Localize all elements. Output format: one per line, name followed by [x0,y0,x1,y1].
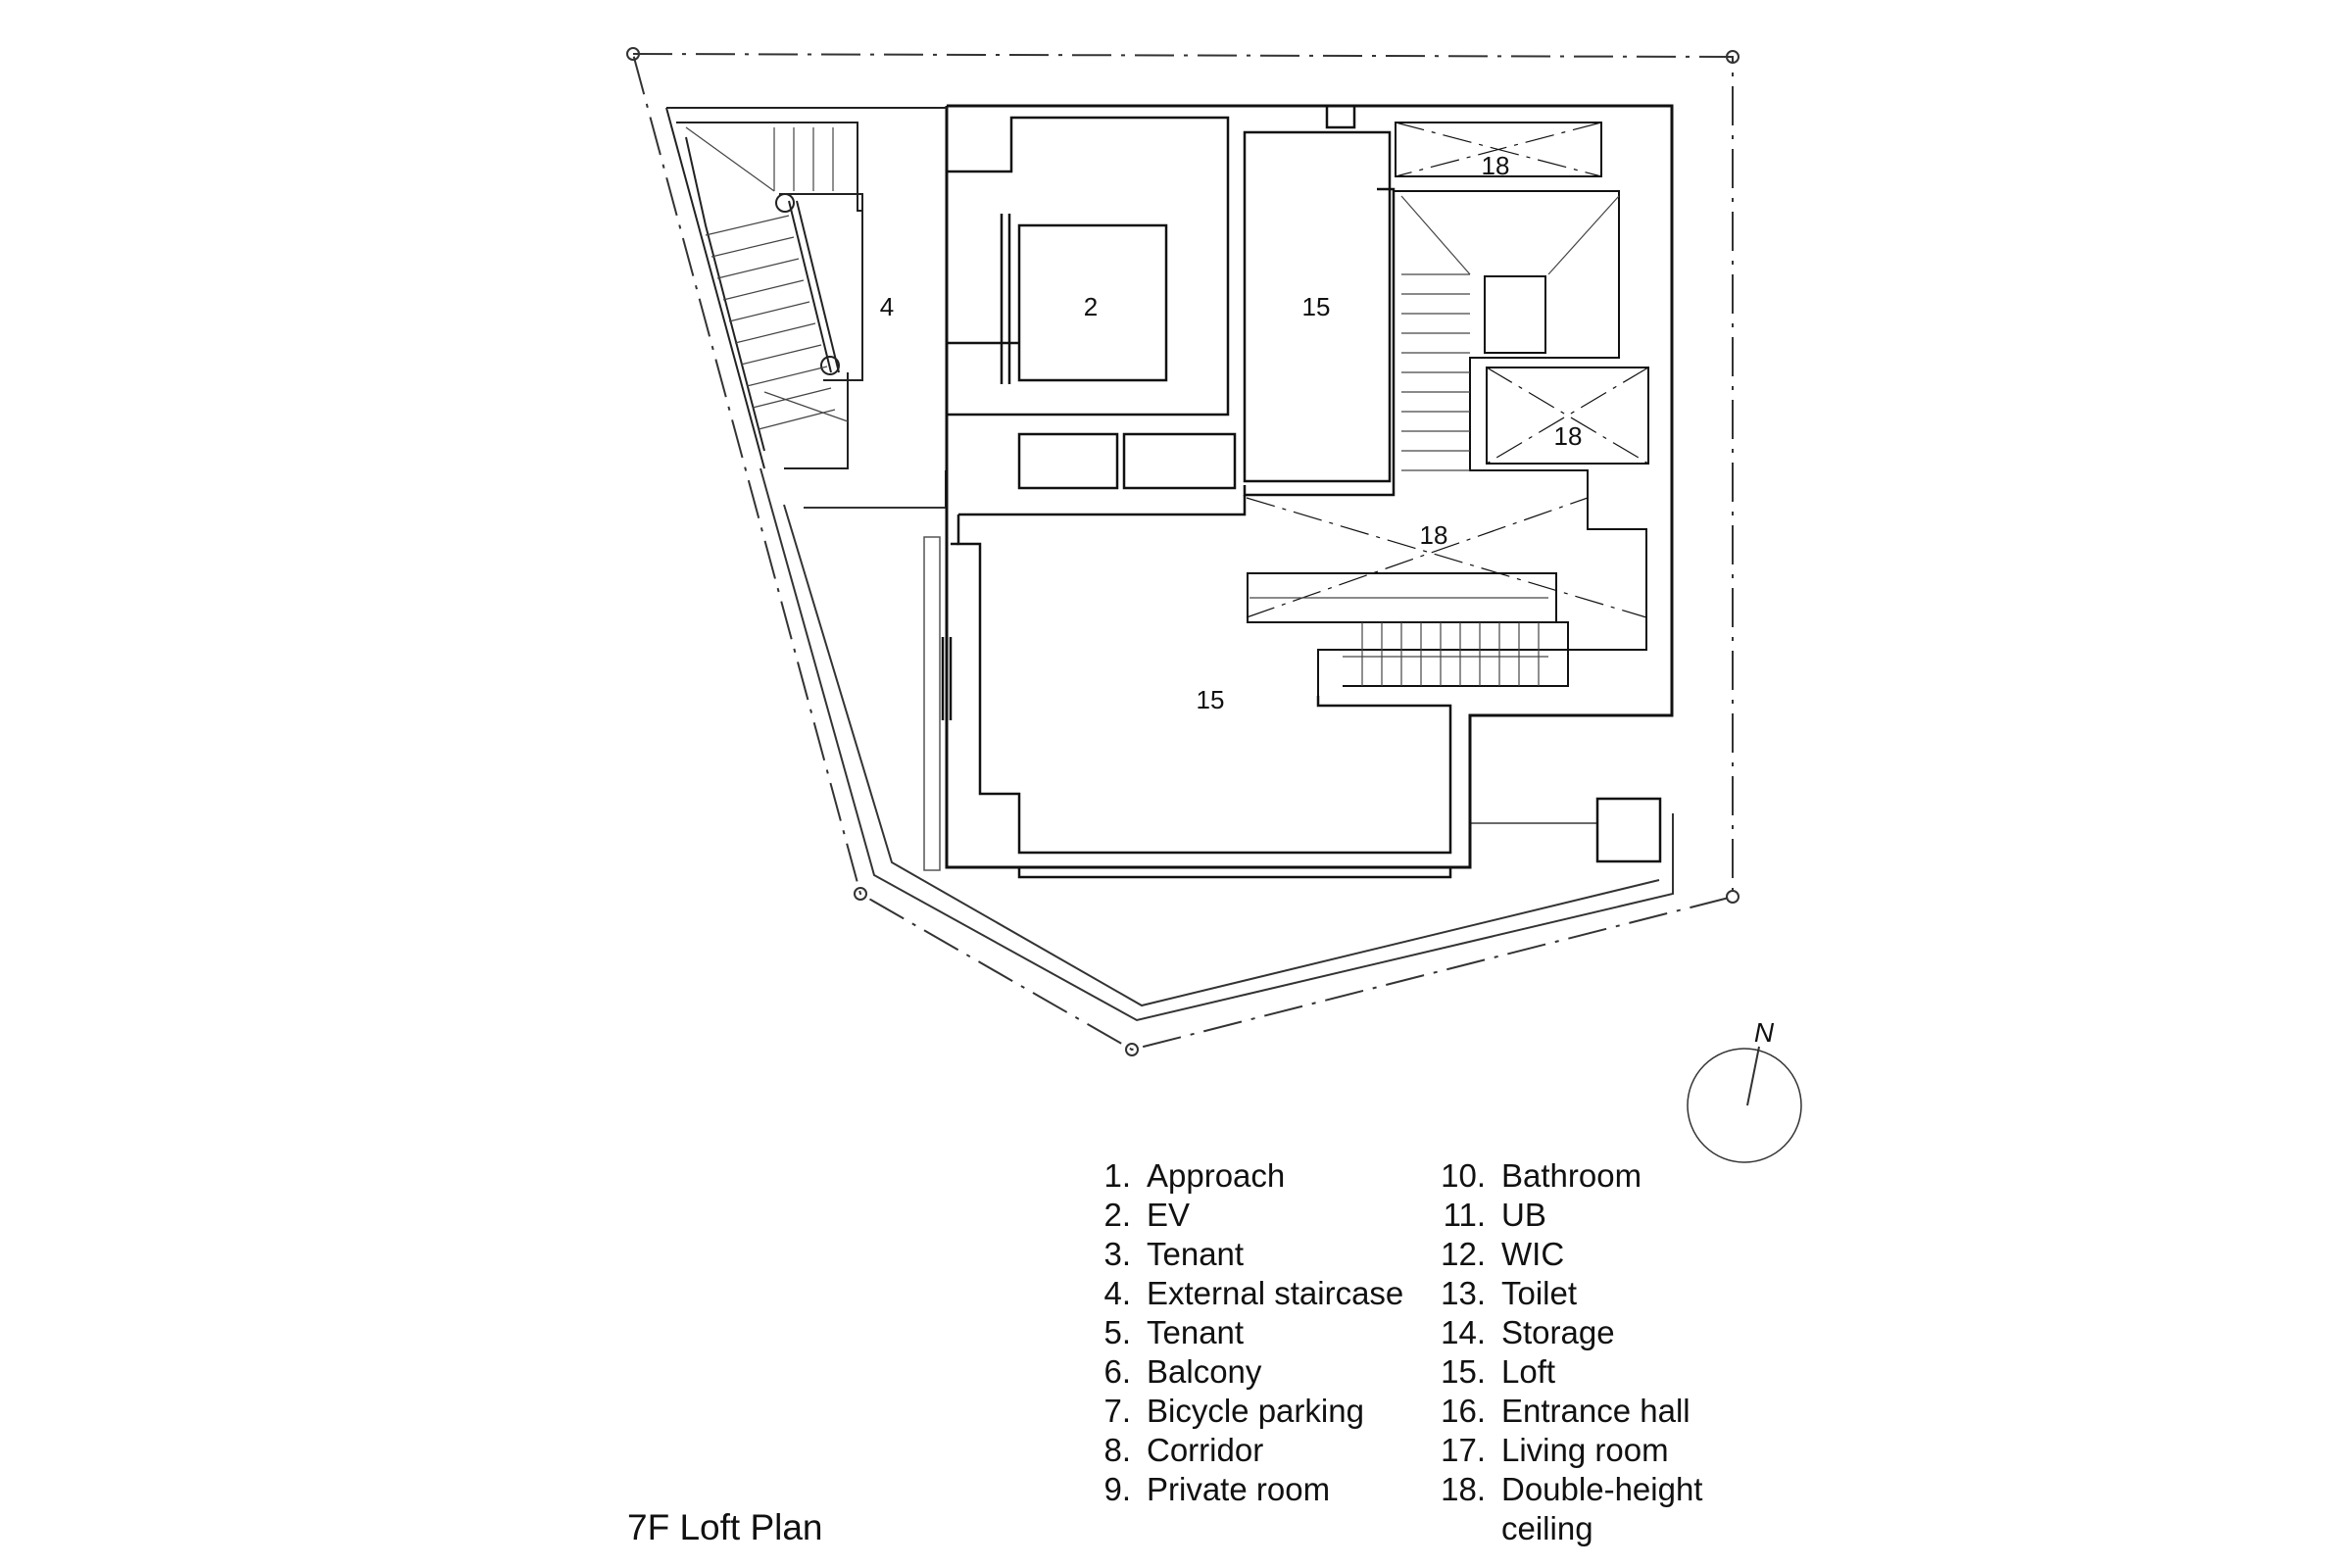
legend-number: 16. [1441,1393,1486,1429]
legend-item: 17. Living room [1429,1431,1702,1470]
legend-label: Corridor [1147,1432,1264,1468]
room-number-labels: 4 2 15 18 18 18 15 [880,151,1583,714]
legend-item: 8. Corridor [1088,1431,1403,1470]
north-label: N [1754,1017,1775,1048]
balcony-parapet [760,467,1674,1022]
legend-label: Tenant [1147,1236,1245,1272]
legend-number: 8. [1103,1432,1131,1468]
legend-label: Tenant [1147,1314,1245,1350]
room-number-label: 18 [1420,520,1448,550]
legend-number: 6. [1103,1353,1131,1390]
legend-column-1: 1. Approach 2. EV 3. Tenant 4. External stai… [1088,1156,1403,1509]
outdoor-unit [1470,797,1662,863]
legend-item: 11. UB [1429,1196,1702,1235]
legend-item: 5. Tenant [1088,1313,1403,1352]
legend-number: 15. [1441,1353,1486,1390]
legend-item: 3. Tenant [1088,1235,1403,1274]
double-height-voids [1246,122,1649,618]
legend-number: 12. [1441,1236,1486,1272]
legend-item: 18. Double-height ceiling [1429,1470,1702,1548]
legend-item: 6. Balcony [1088,1352,1403,1392]
legend-label: WIC [1501,1236,1565,1272]
legend-item: 14. Storage [1429,1313,1702,1352]
loft-upper [1243,104,1396,497]
legend-label: Bathroom [1501,1157,1642,1194]
legend-number: 11. [1443,1197,1486,1233]
north-arrow: N [1687,1017,1802,1163]
plan-title: 7F Loft Plan [627,1507,823,1547]
legend-number: 18. [1441,1471,1486,1507]
legend-label: Bicycle parking [1147,1393,1364,1429]
legend-number: 3. [1103,1236,1131,1272]
room-number-label: 4 [880,292,894,321]
legend-label: Balcony [1147,1353,1262,1390]
legend-label: Entrance hall [1501,1393,1690,1429]
legend-label: Approach [1147,1157,1286,1194]
legend-item: 4. External staircase [1088,1274,1403,1313]
legend-number: 9. [1103,1471,1131,1507]
legend-number: 14. [1441,1314,1486,1350]
external-staircase [665,107,947,469]
legend-label: EV [1147,1197,1191,1233]
legend-number: 4. [1103,1275,1131,1311]
legend-item: 7. Bicycle parking [1088,1392,1403,1431]
legend-column-2: 10. Bathroom 11. UB 12. WIC 13. Toilet 14. St… [1429,1156,1702,1548]
legend-label: Living room [1501,1432,1669,1468]
property-boundary [626,47,1740,1056]
room-number-label: 15 [1302,292,1331,321]
loft-lower [941,495,1452,879]
legend-number: 10. [1441,1157,1486,1194]
internal-staircase [1317,190,1647,701]
room-number-label: 18 [1482,151,1510,180]
legend-number: 1. [1103,1157,1131,1194]
cabinets [1017,432,1237,490]
legend-item: 12. WIC [1429,1235,1702,1274]
legend-item: 13. Toilet [1429,1274,1702,1313]
exterior-walls [945,104,1674,869]
legend-number: 13. [1441,1275,1486,1311]
balcony-window [923,536,941,871]
legend-number: 17. [1441,1432,1486,1468]
legend-label: Double-height ceiling [1501,1471,1703,1546]
legend-label: Private room [1147,1471,1331,1507]
legend-label: UB [1501,1197,1546,1233]
legend-label: Storage [1501,1314,1615,1350]
legend-item: 10. Bathroom [1429,1156,1702,1196]
lower-stairs [1247,572,1569,687]
room-number-label: 15 [1197,685,1225,714]
legend-label: External staircase [1147,1275,1404,1311]
legend-label: Loft [1501,1353,1556,1390]
legend-item: 16. Entrance hall [1429,1392,1702,1431]
room-number-label: 2 [1084,292,1098,321]
legend-item: 15. Loft [1429,1352,1702,1392]
legend-item: 1. Approach [1088,1156,1403,1196]
legend-number: 2. [1103,1197,1131,1233]
legend-item: 9. Private room [1088,1470,1403,1509]
room-number-label: 18 [1554,421,1583,451]
legend-number: 5. [1103,1314,1131,1350]
legend-label: Toilet [1501,1275,1578,1311]
legend-number: 7. [1103,1393,1131,1429]
elevator-shaft [947,116,1230,416]
legend-item: 2. EV [1088,1196,1403,1235]
